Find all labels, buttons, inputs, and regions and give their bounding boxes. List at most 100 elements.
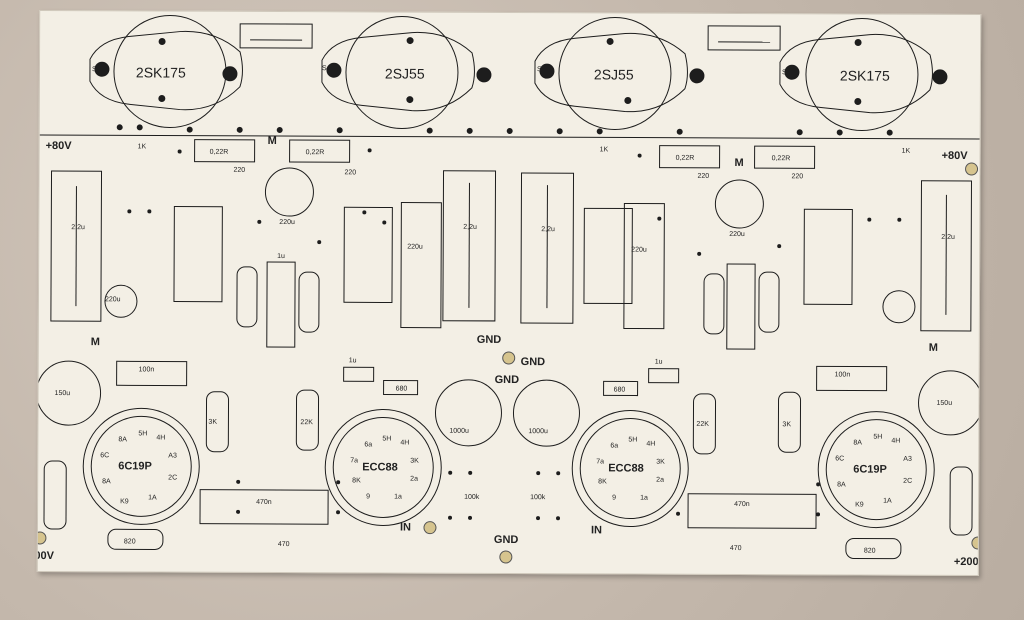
resistor-value: 820 bbox=[124, 538, 136, 545]
resistor-value: 3K bbox=[782, 421, 791, 428]
source-marker: S bbox=[322, 65, 327, 72]
electrolytic-cap bbox=[104, 284, 138, 318]
mounting-hole bbox=[37, 531, 47, 545]
voltage-label: +80V bbox=[942, 150, 969, 162]
transistor-3 bbox=[534, 16, 705, 130]
capacitor-value: 2,2u bbox=[941, 234, 955, 241]
transistor-label: 2SJ55 bbox=[385, 65, 425, 81]
tube-pin-label: K9 bbox=[120, 498, 129, 505]
capacitor-value: 470n bbox=[734, 501, 750, 508]
resistor-value: 0,22R bbox=[306, 149, 325, 156]
capacitor-outline bbox=[623, 203, 665, 330]
capacitor-value: 100n bbox=[835, 371, 851, 378]
resistor-body bbox=[298, 271, 320, 333]
resistor-small bbox=[603, 380, 639, 397]
tube-pin-label: 2C bbox=[903, 478, 912, 485]
tube-pin-label: 6a bbox=[610, 442, 618, 449]
resistor-small bbox=[383, 379, 419, 396]
capacitor-value: 1u bbox=[655, 359, 663, 366]
electrolytic-cap bbox=[918, 370, 981, 436]
resistor-value: 0,22R bbox=[210, 149, 229, 156]
resistor-outline bbox=[659, 145, 721, 169]
tube-pin-label: 8K bbox=[598, 478, 607, 485]
electrolytic-cap bbox=[882, 290, 916, 324]
transistor-4 bbox=[779, 18, 948, 132]
input-label: IN bbox=[400, 522, 411, 534]
capacitor-outline bbox=[50, 170, 103, 322]
tube-pin-label: 5H bbox=[628, 437, 637, 444]
tube-socket-4 bbox=[817, 411, 935, 529]
capacitor-outline bbox=[726, 263, 756, 350]
voltage-label: +80V bbox=[46, 140, 73, 152]
tube-pin-label: 4H bbox=[156, 434, 165, 441]
tube-pin-label: 2a bbox=[656, 477, 664, 484]
resistor-body bbox=[236, 266, 258, 328]
tube-label: 6C19P bbox=[853, 464, 887, 476]
tube-pin-label: 9 bbox=[612, 494, 616, 501]
tube-pin-label: 6a bbox=[364, 441, 372, 448]
resistor-outline bbox=[754, 145, 816, 169]
trimmer-outline bbox=[803, 208, 853, 305]
input-label: IN bbox=[591, 524, 602, 536]
mounting-hole bbox=[423, 521, 437, 535]
tube-pin-label: 4H bbox=[891, 438, 900, 445]
resistor-value: 470 bbox=[730, 545, 742, 552]
capacitor-outline bbox=[520, 172, 575, 324]
resistor-outline bbox=[289, 139, 351, 163]
electrolytic-cap bbox=[512, 379, 580, 447]
trimmer-outline bbox=[343, 206, 393, 303]
divider-line bbox=[39, 134, 980, 140]
resistor-outline bbox=[194, 139, 256, 163]
tube-pin-label: K9 bbox=[855, 502, 864, 509]
capacitor-value: 1000u bbox=[528, 428, 548, 435]
resistor-value: 0,22R bbox=[676, 155, 695, 162]
resistor-body bbox=[692, 393, 717, 455]
capacitor-outline bbox=[687, 493, 817, 529]
tube-socket-3 bbox=[571, 410, 689, 528]
mounting-hole bbox=[971, 536, 981, 550]
resistor-value: 100k bbox=[464, 494, 480, 501]
capacitor-value: 2,2u bbox=[463, 224, 477, 231]
mounting-hole bbox=[499, 550, 513, 564]
transistor-label: 2SJ55 bbox=[594, 66, 634, 82]
tube-pin-label: 4H bbox=[400, 440, 409, 447]
gnd-label: GND bbox=[495, 374, 520, 386]
capacitor-value: 220u bbox=[407, 244, 423, 251]
tube-pin-label: 7a bbox=[350, 457, 358, 464]
resistor-body bbox=[777, 391, 802, 453]
transistor-label: 2SK175 bbox=[136, 64, 186, 80]
tube-socket-2 bbox=[324, 408, 442, 526]
pcb-silkscreen: 2SK175 2SJ55 2SJ55 2SK175 S S S S +80V +… bbox=[37, 15, 981, 568]
resistor-value: 220 bbox=[791, 173, 803, 180]
resistor-body bbox=[758, 271, 780, 333]
resistor-body bbox=[43, 460, 67, 530]
resistor-value: 22K bbox=[300, 419, 313, 426]
tube-pin-label: 9 bbox=[366, 493, 370, 500]
capacitor-value: 100n bbox=[139, 366, 155, 373]
resistor-value: 820 bbox=[864, 548, 876, 555]
mount-marker: M bbox=[929, 342, 938, 354]
tube-pin-label: 5H bbox=[382, 435, 391, 442]
mounting-hole bbox=[965, 162, 979, 176]
tube-pin-label: 3K bbox=[410, 458, 419, 465]
gnd-label: GND bbox=[494, 534, 519, 546]
source-marker: S bbox=[92, 66, 97, 73]
capacitor-value: 150u bbox=[55, 390, 71, 397]
capacitor-outline bbox=[199, 489, 329, 525]
tube-pin-label: 7a bbox=[596, 458, 604, 465]
tube-pin-label: A3 bbox=[168, 453, 177, 460]
capacitor-outline bbox=[920, 180, 972, 332]
tube-socket-1 bbox=[82, 407, 200, 525]
resistor-value: 1K bbox=[600, 146, 609, 153]
tube-pin-label: 6C bbox=[835, 455, 844, 462]
trimmer-outline bbox=[173, 206, 223, 303]
capacitor-outline bbox=[116, 360, 188, 387]
resistor-small bbox=[648, 368, 680, 384]
capacitor-value: 470n bbox=[256, 499, 272, 506]
mount-marker: M bbox=[735, 157, 744, 169]
resistor-value: 3K bbox=[208, 419, 217, 426]
tube-pin-label: 8A bbox=[837, 481, 846, 488]
electrolytic-cap bbox=[37, 360, 102, 426]
resistor-value: 1K bbox=[902, 148, 911, 155]
resistor-value: 0,22R bbox=[772, 155, 791, 162]
